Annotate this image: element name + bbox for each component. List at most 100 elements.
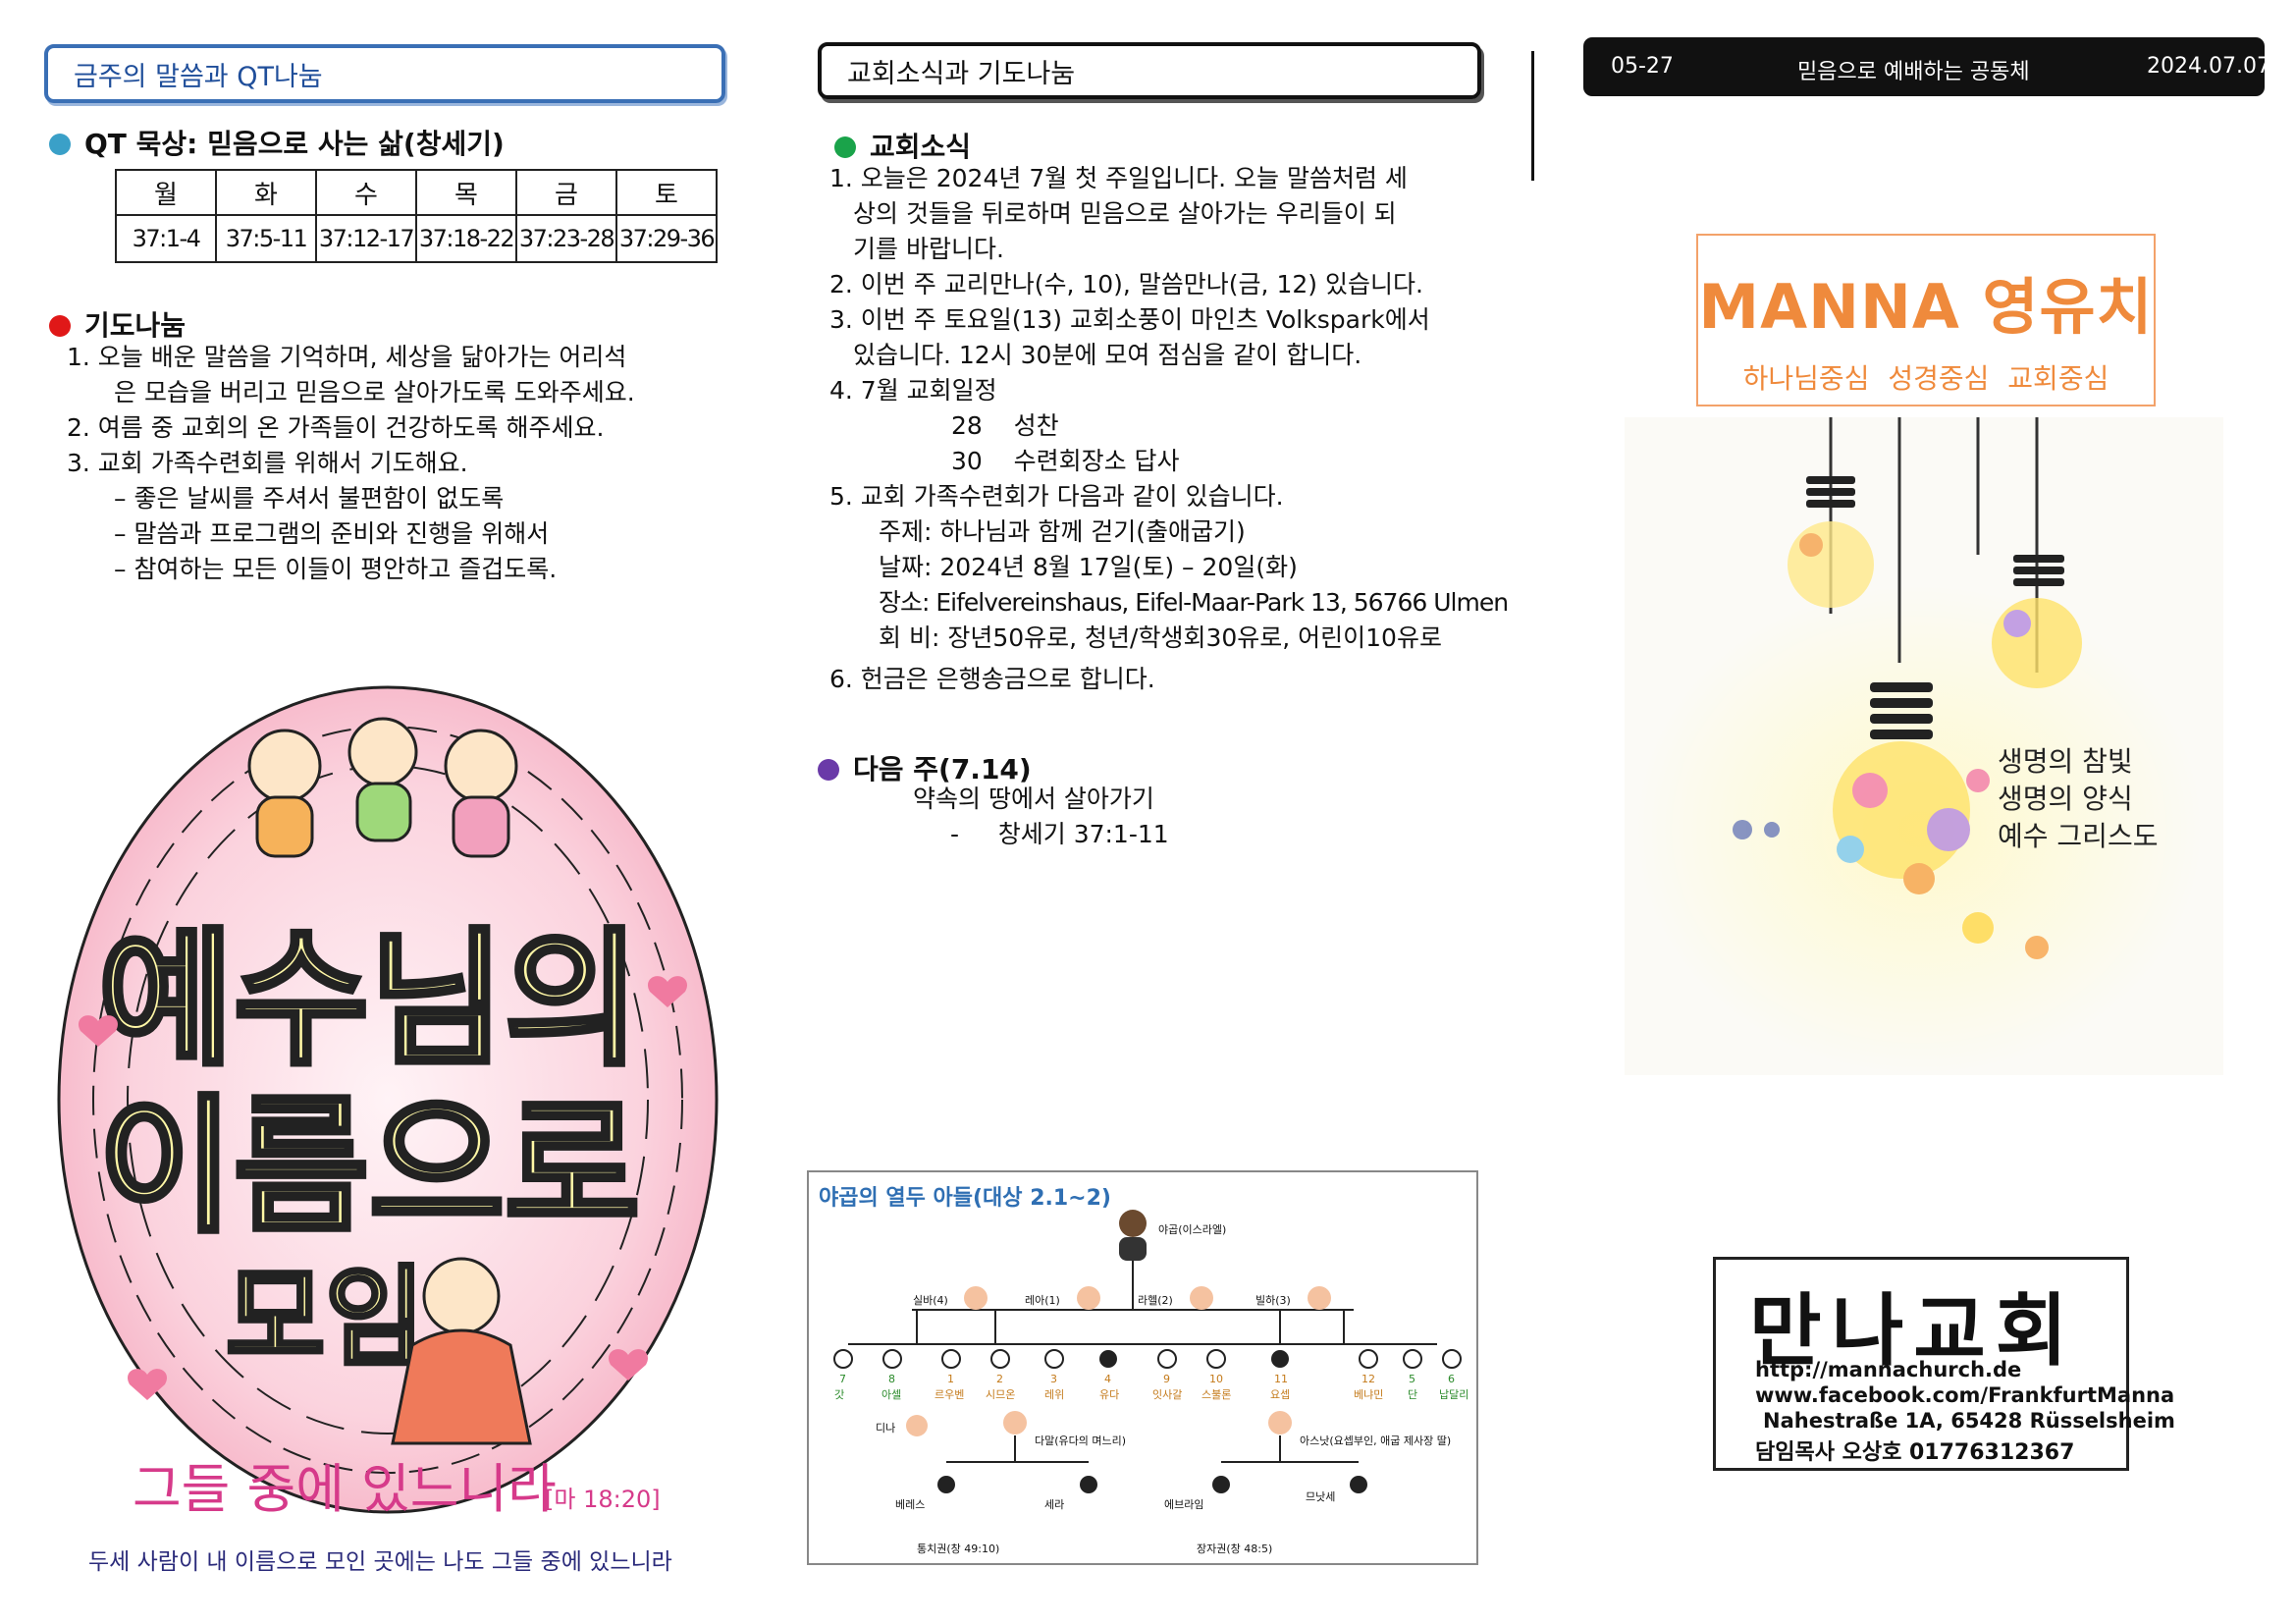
poster-big-line2: 이름으로 bbox=[98, 1082, 640, 1253]
middle-header: 교회소식과 기도나눔 bbox=[818, 42, 1481, 99]
grand-note: 통치권(창 49:10) bbox=[917, 1543, 1000, 1555]
poster-verse: 그들 중에 있느니라 bbox=[133, 1458, 557, 1520]
qt-day: 목 bbox=[415, 169, 517, 216]
son-label: 갓 bbox=[834, 1388, 845, 1401]
qt-day: 화 bbox=[215, 169, 317, 216]
qt-title: QT 묵상: 믿음으로 사는 삶(창세기) bbox=[49, 123, 505, 162]
prayer-line: – 참여하는 모든 이들이 평안하고 즐겁도록. bbox=[114, 555, 558, 583]
issue-date: 2024.07.07 bbox=[2147, 54, 2270, 79]
next-line2: - 창세기 37:1-11 bbox=[950, 820, 1169, 848]
prayer-dot-icon bbox=[49, 315, 71, 337]
son-label: 잇사갈 bbox=[1152, 1388, 1183, 1401]
middle-header-label: 교회소식과 기도나눔 bbox=[847, 58, 1076, 89]
column-divider bbox=[1531, 51, 1534, 181]
qt-ref: 37:5-11 bbox=[215, 214, 317, 263]
qt-day: 수 bbox=[315, 169, 417, 216]
grandson-label: 세라 bbox=[1044, 1498, 1065, 1511]
qt-day: 금 bbox=[515, 169, 617, 216]
issue-bar: 05-27 믿음으로 예배하는 공동체 2024.07.07 bbox=[1583, 37, 2270, 96]
prayer-line: 3. 교회 가족수련회를 위해서 기도해요. bbox=[67, 449, 468, 477]
next-title: 다음 주(7.14) bbox=[818, 748, 1032, 787]
news-line: 30 수련회장소 답사 bbox=[951, 447, 1180, 475]
jacob-label: 야곱(이스라엘) bbox=[1158, 1223, 1227, 1236]
asenath-label: 아스낫(요셉부인, 애굽 제사장 딸) bbox=[1300, 1435, 1452, 1447]
wife-label: 빌하(3) bbox=[1255, 1294, 1291, 1307]
left-header-label: 금주의 말씀과 QT나눔 bbox=[74, 61, 323, 92]
prayer-line: – 좋은 날씨를 주셔서 불편함이 없도록 bbox=[114, 484, 505, 513]
news-line: 기를 바랍니다. bbox=[853, 235, 1004, 263]
grandson-label: 므낫세 bbox=[1306, 1490, 1336, 1503]
news-line: 1. 오늘은 2024년 7월 첫 주일입니다. 오늘 말씀처럼 세 bbox=[829, 164, 1408, 192]
children-figures bbox=[247, 717, 518, 858]
prayer-title: 기도나눔 bbox=[49, 304, 186, 344]
news-line: 6. 헌금은 은행송금으로 합니다. bbox=[829, 665, 1155, 693]
church-name: 만나교회 bbox=[1749, 1285, 2078, 1377]
news-line: 회 비: 장년50유로, 청년/학생회30유로, 어린이10유로 bbox=[879, 623, 1442, 652]
qt-ref: 37:23-28 bbox=[515, 214, 617, 263]
news-line: 3. 이번 주 토요일(13) 교회소풍이 마인츠 Volkspark에서 bbox=[829, 305, 1430, 334]
qt-refs-row: 37:1-4 37:5-11 37:12-17 37:18-22 37:23-2… bbox=[115, 214, 718, 263]
qt-ref: 37:12-17 bbox=[315, 214, 417, 263]
church-address: Nahestraße 1A, 65428 Rüsselsheim bbox=[1763, 1409, 2175, 1433]
news-title: 교회소식 bbox=[834, 126, 971, 165]
family-tree-lines bbox=[833, 1210, 1462, 1493]
news-dot-icon bbox=[834, 136, 856, 158]
church-website-link[interactable]: http://mannachurch.de bbox=[1755, 1358, 2022, 1381]
son-label: 시므온 bbox=[986, 1388, 1016, 1401]
bulb-line-3: 예수 그리스도 bbox=[1998, 820, 2158, 852]
next-title-text: 다음 주(7.14) bbox=[853, 753, 1032, 785]
son-number: 1 bbox=[947, 1373, 954, 1385]
poster-big-line3: 모임 bbox=[226, 1255, 424, 1380]
son-number: 9 bbox=[1163, 1373, 1170, 1385]
prayer-line: 은 모습을 버리고 믿음으로 살아가도록 도와주세요. bbox=[114, 378, 635, 406]
news-line: 28 성찬 bbox=[951, 411, 1059, 440]
jesus-figure bbox=[391, 1257, 532, 1445]
wife-label: 라헬(2) bbox=[1138, 1294, 1173, 1307]
news-line: 상의 것들을 뒤로하며 믿음으로 살아가는 우리들이 되 bbox=[853, 199, 1397, 228]
grandson-label: 에브라임 bbox=[1164, 1498, 1204, 1511]
prayer-line: 2. 여름 중 교회의 온 가족들이 건강하도록 해주세요. bbox=[67, 413, 605, 442]
prayer-line: 1. 오늘 배운 말씀을 기억하며, 세상을 닮아가는 어리석 bbox=[67, 343, 627, 371]
dinah-label: 디나 bbox=[876, 1422, 896, 1435]
issue-slogan: 믿음으로 예배하는 공동체 bbox=[1797, 60, 2030, 84]
poster-caption: 두세 사람이 내 이름으로 모인 곳에는 나도 그들 중에 있느니라 bbox=[88, 1549, 672, 1575]
son-number: 11 bbox=[1274, 1373, 1288, 1385]
son-label: 단 bbox=[1408, 1388, 1418, 1401]
son-number: 7 bbox=[839, 1373, 846, 1385]
news-list: 1. 오늘은 2024년 7월 첫 주일입니다. 오늘 말씀처럼 세 상의 것들… bbox=[829, 161, 1509, 697]
qt-dot-icon bbox=[49, 134, 71, 155]
heart-icons bbox=[78, 976, 688, 1400]
grand-note: 장자권(창 48:5) bbox=[1197, 1543, 1273, 1555]
qt-ref: 37:29-36 bbox=[615, 214, 718, 263]
church-facebook-link[interactable]: www.facebook.com/FrankfurtManna bbox=[1755, 1383, 2175, 1407]
son-number: 6 bbox=[1448, 1373, 1455, 1385]
tamar-label: 다말(유다의 며느리) bbox=[1035, 1435, 1127, 1447]
news-line: 5. 교회 가족수련회가 다음과 같이 있습니다. bbox=[829, 482, 1284, 511]
son-number: 4 bbox=[1104, 1373, 1111, 1385]
qt-ref: 37:1-4 bbox=[115, 214, 217, 263]
qt-table: 월 화 수 목 금 토 37:1-4 37:5-11 37:12-17 37:1… bbox=[115, 169, 718, 263]
news-line: 2. 이번 주 교리만나(수, 10), 말씀만나(금, 12) 있습니다. bbox=[829, 270, 1423, 298]
son-number: 3 bbox=[1050, 1373, 1057, 1385]
wife-label: 레아(1) bbox=[1025, 1294, 1060, 1307]
news-line: 주제: 하나님과 함께 걷기(출애굽기) bbox=[879, 517, 1246, 546]
son-label: 요셉 bbox=[1270, 1388, 1291, 1401]
son-label: 유다 bbox=[1099, 1388, 1120, 1401]
family-tree-title: 야곱의 열두 아들(대상 2.1~2) bbox=[819, 1186, 1111, 1211]
son-label: 스불론 bbox=[1201, 1388, 1232, 1401]
news-title-text: 교회소식 bbox=[870, 131, 972, 163]
manna-title-box: MANNA 영유치 하나님중심 성경중심 교회중심 bbox=[1696, 234, 2156, 406]
wife-label: 실바(4) bbox=[913, 1294, 948, 1307]
qt-title-text: QT 묵상: 믿음으로 사는 삶(창세기) bbox=[84, 128, 505, 160]
son-number: 5 bbox=[1409, 1373, 1415, 1385]
bulb-line-1: 생명의 참빛 bbox=[1998, 745, 2133, 778]
son-label: 아셀 bbox=[881, 1388, 902, 1401]
qt-ref: 37:18-22 bbox=[415, 214, 517, 263]
grandson-label: 베레스 bbox=[895, 1498, 926, 1511]
son-label: 레위 bbox=[1044, 1388, 1065, 1401]
son-label: 납달리 bbox=[1439, 1388, 1469, 1401]
prayer-title-text: 기도나눔 bbox=[84, 309, 187, 342]
poster-ref: [마 18:20] bbox=[545, 1486, 661, 1513]
son-number: 2 bbox=[996, 1373, 1003, 1385]
poster-illustration: 예수님의 이름으로 모임 그들 중에 있느니라 [마 18:20] 두세 사람이… bbox=[57, 685, 719, 1575]
